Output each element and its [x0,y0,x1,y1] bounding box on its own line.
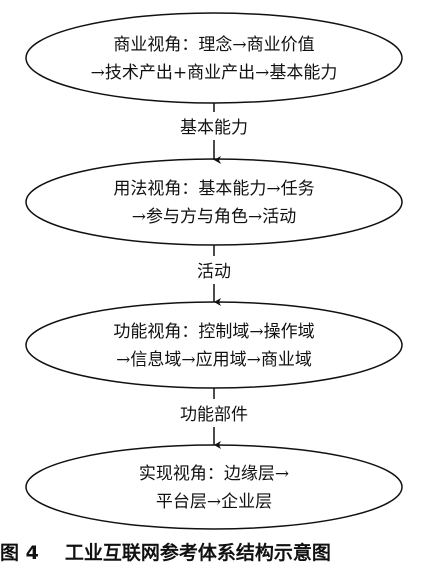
edge-business-to-usage: 基本能力 [180,103,248,164]
implementation-viewpoint-line2: 平台层→企业层 [156,492,272,512]
edge-1-label: 基本能力 [180,118,248,138]
business-viewpoint-line1: 商业视角：理念→商业价值 [113,34,314,55]
implementation-viewpoint-ellipse [25,444,403,530]
implementation-viewpoint-line1: 实现视角：边缘层→ [139,464,289,484]
figure-number: 图 4 [0,542,39,564]
usage-viewpoint-node: 用法视角：基本能力→任务 →参与方与角色→活动 [25,158,403,246]
architecture-diagram: 商业视角：理念→商业价值 →技术产出+商业产出→基本能力 基本能力 用法视角：基… [25,12,403,530]
functional-viewpoint-ellipse [25,301,403,389]
business-viewpoint-line2: →技术产出+商业产出→基本能力 [91,63,338,83]
functional-viewpoint-node: 功能视角：控制域→操作域 →信息域→应用域→商业域 [25,301,403,389]
functional-viewpoint-line2: →信息域→应用域→商业域 [116,350,312,370]
functional-viewpoint-line1: 功能视角：控制域→操作域 [113,322,314,342]
edge-3-label: 功能部件 [180,405,248,425]
business-viewpoint-node: 商业视角：理念→商业价值 →技术产出+商业产出→基本能力 [25,12,403,104]
figure-title: 工业互联网参考体系结构示意图 [64,542,331,564]
edge-functional-to-implementation: 功能部件 [180,388,248,449]
business-viewpoint-ellipse [25,12,403,104]
usage-viewpoint-line1: 用法视角：基本能力→任务 [113,179,314,199]
usage-viewpoint-ellipse [25,158,403,246]
edge-2-label: 活动 [197,262,231,282]
figure-caption: 图 4 工业互联网参考体系结构示意图 [0,538,428,565]
implementation-viewpoint-node: 实现视角：边缘层→ 平台层→企业层 [25,444,403,530]
edge-usage-to-functional: 活动 [197,245,231,306]
usage-viewpoint-line2: →参与方与角色→活动 [132,207,297,227]
